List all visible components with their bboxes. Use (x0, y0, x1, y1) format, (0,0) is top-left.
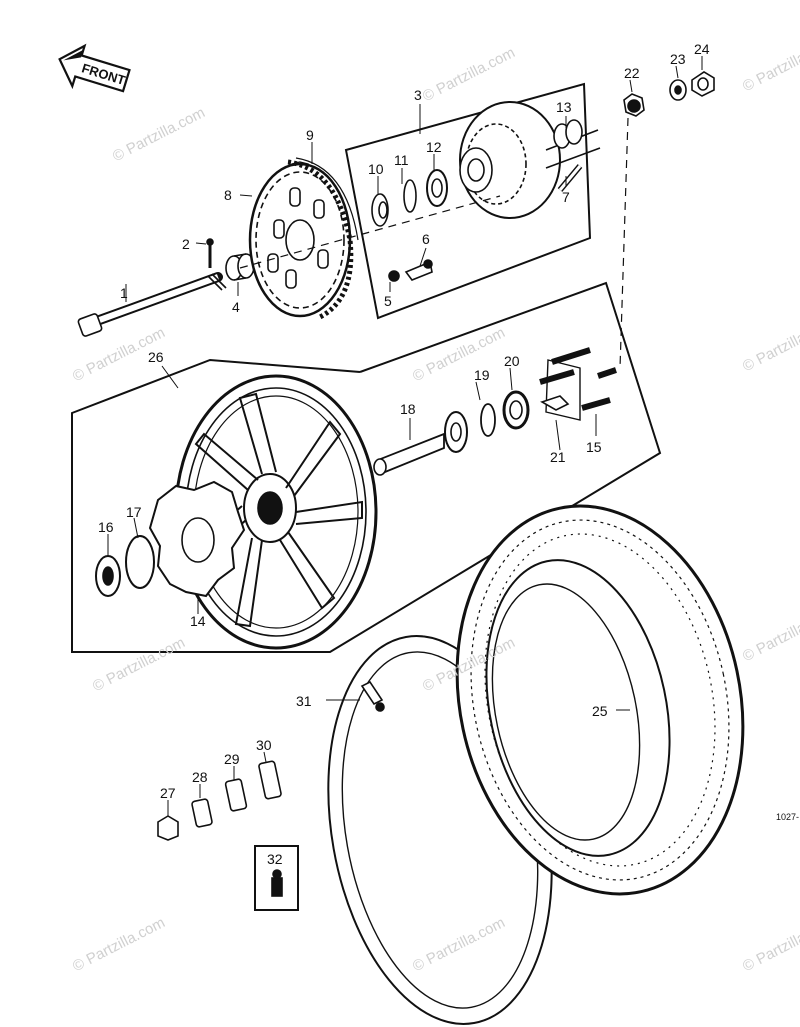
callout-6: 6 (422, 231, 430, 247)
distance-collar (553, 119, 583, 149)
leader-lines (107, 56, 703, 816)
callout-8: 8 (224, 187, 232, 203)
collar (225, 253, 255, 281)
callout-30: 30 (256, 737, 272, 753)
callout-23: 23 (670, 51, 686, 67)
callout-11: 11 (394, 152, 409, 168)
callout-17: 17 (126, 504, 142, 520)
axle (77, 272, 227, 337)
callout-31: 31 (296, 693, 312, 709)
balance-weights (157, 760, 282, 841)
callout-13: 13 (556, 99, 572, 115)
callout-16: 16 (98, 519, 114, 535)
cotter-pin (206, 238, 214, 268)
callout-15: 15 (586, 439, 602, 455)
front-arrow-icon: FRONT (58, 43, 131, 93)
callout-10: 10 (368, 161, 384, 177)
callout-1: 1 (120, 285, 128, 301)
callout-9: 9 (306, 127, 314, 143)
callout-14: 14 (190, 613, 206, 629)
callout-24: 24 (694, 41, 710, 57)
axle-centerline (619, 117, 629, 369)
lock-washer (388, 259, 433, 282)
callout-5: 5 (384, 293, 392, 309)
callout-27: 27 (160, 785, 176, 801)
callout-32: 32 (267, 851, 283, 867)
axle-sleeve (373, 432, 445, 476)
callout-26: 26 (148, 349, 164, 365)
callout-29: 29 (224, 751, 240, 767)
disc-bolts (539, 347, 617, 421)
callout-2: 2 (182, 236, 190, 252)
reference-code: 1027- (776, 812, 800, 822)
callout-12: 12 (426, 139, 442, 155)
callout-28: 28 (192, 769, 208, 785)
valve-core-box (254, 845, 299, 911)
callout-22: 22 (624, 65, 640, 81)
callout-3: 3 (414, 87, 422, 103)
hub-bearings (371, 169, 448, 227)
chain (287, 157, 359, 321)
callout-21: 21 (550, 449, 566, 465)
sprocket (248, 161, 352, 318)
wheel-group-outline (71, 281, 662, 653)
callout-4: 4 (232, 299, 240, 315)
axle-centerline-2 (239, 195, 501, 269)
callout-25: 25 (592, 703, 608, 719)
callout-20: 20 (504, 353, 520, 369)
callout-7: 7 (562, 189, 570, 205)
callout-18: 18 (400, 401, 416, 417)
sprocket-coupling (459, 101, 601, 219)
callout-19: 19 (474, 367, 490, 383)
wheel-damper (148, 480, 246, 598)
wheel-bearings (95, 390, 530, 597)
stud (557, 164, 583, 192)
tire (455, 504, 745, 896)
axle-nut-assembly (623, 71, 715, 117)
